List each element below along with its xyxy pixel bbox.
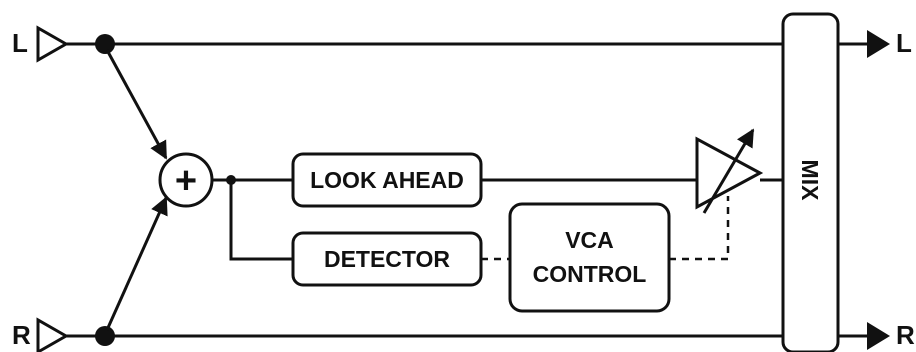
input-right-triangle bbox=[36, 317, 70, 352]
mix-label: MIX bbox=[797, 160, 823, 202]
vca-variable-arrow bbox=[702, 128, 755, 214]
output-left-label: L bbox=[896, 28, 912, 58]
left-split-dot bbox=[95, 34, 115, 54]
look-ahead-label: LOOK AHEAD bbox=[310, 167, 464, 193]
right-split-dot bbox=[95, 326, 115, 346]
right-to-sum-arrow bbox=[105, 196, 168, 331]
sum-symbol: + bbox=[175, 160, 197, 202]
output-right-arrow bbox=[867, 322, 890, 350]
mix-block bbox=[781, 12, 840, 352]
vca-control-block bbox=[508, 202, 671, 313]
input-left-label: L bbox=[12, 28, 28, 58]
vca-control-label-line1: VCA bbox=[565, 227, 614, 253]
detector-label: DETECTOR bbox=[324, 246, 450, 272]
output-left-arrow bbox=[867, 30, 890, 58]
output-right-label: R bbox=[896, 320, 915, 350]
detector-feed-line bbox=[229, 180, 293, 261]
input-right-label: R bbox=[12, 320, 31, 350]
vca-control-to-amp-dashed bbox=[669, 196, 730, 261]
left-to-sum-arrow bbox=[105, 49, 168, 160]
vca-control-label-line2: CONTROL bbox=[533, 261, 647, 287]
input-left-triangle bbox=[36, 25, 70, 63]
